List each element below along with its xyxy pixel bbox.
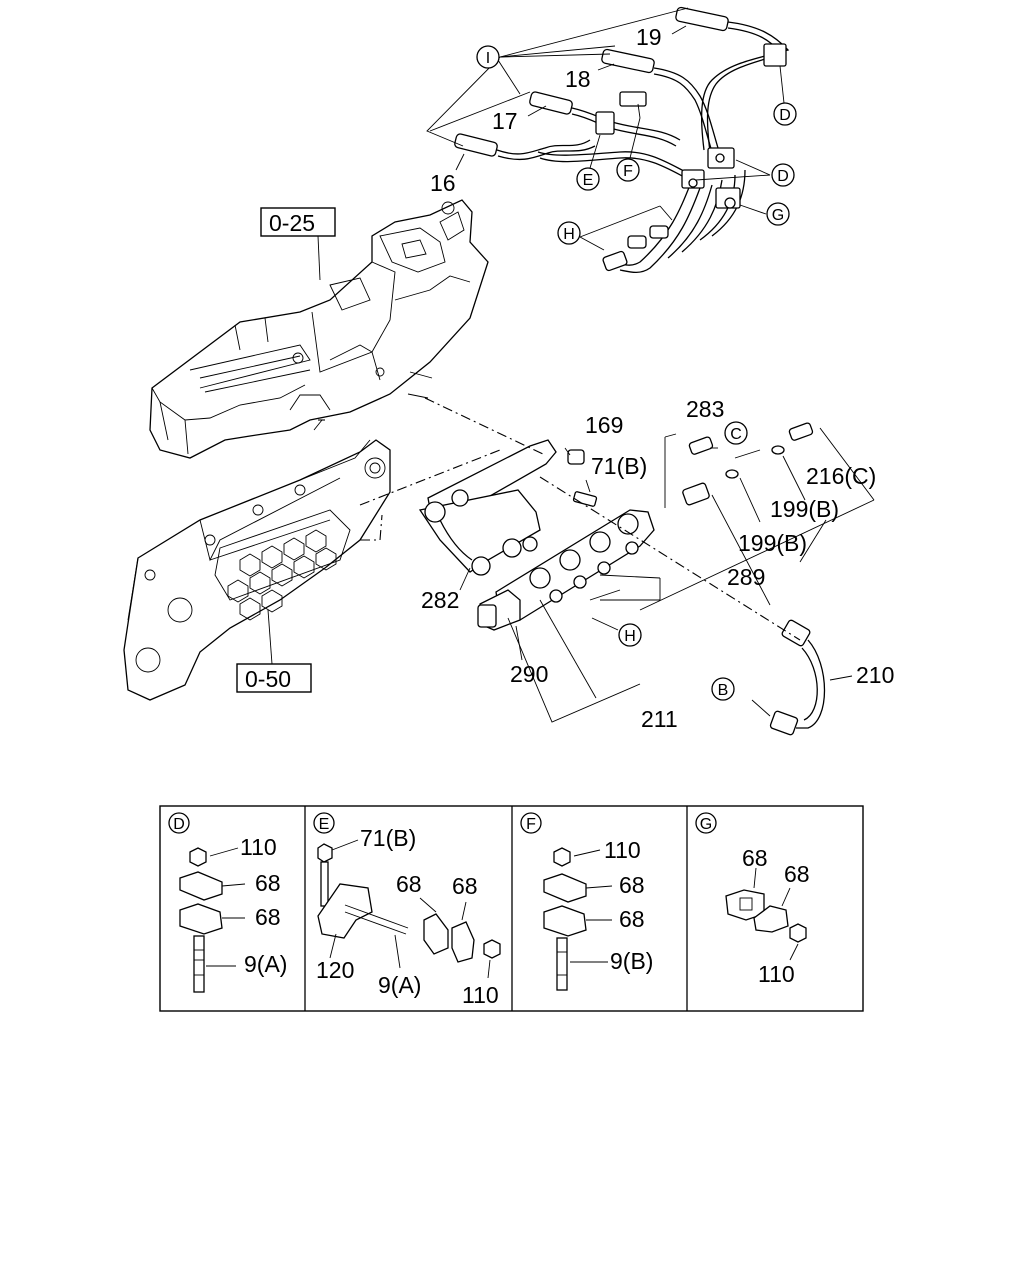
detail-e-120: 120 xyxy=(316,957,354,983)
detail-g: G 68 68 110 xyxy=(695,812,810,987)
callout-283: 283 xyxy=(686,396,724,422)
detail-f-68-upper: 68 xyxy=(619,872,645,898)
detail-e-71b: 71(B) xyxy=(360,825,416,851)
detail-d-9a: 9(A) xyxy=(244,951,287,977)
ref-box-0-25 xyxy=(260,207,336,237)
callout-199b-lower: 199(B) xyxy=(738,530,807,556)
circle-letter-f: F xyxy=(623,163,633,180)
callout-210: 210 xyxy=(856,662,894,688)
detail-d-68-lower: 68 xyxy=(255,904,281,930)
circle-letter-e: E xyxy=(583,172,594,189)
detail-f-110: 110 xyxy=(604,837,641,863)
detail-e-68-left: 68 xyxy=(396,871,422,897)
callout-18: 18 xyxy=(565,66,591,92)
detail-g-68-right: 68 xyxy=(784,861,810,887)
reference-boxes: 0-25 0-50 xyxy=(236,207,336,693)
detail-g-letter: G xyxy=(700,816,712,833)
ref-0-50: 0-50 xyxy=(245,666,291,692)
callout-17: 17 xyxy=(492,108,518,134)
callout-labels: 19 18 17 16 169 71(B) 283 216(C) 199(B) … xyxy=(421,24,894,732)
callout-290: 290 xyxy=(510,661,548,687)
detail-e: E 71(B) 68 68 120 9(A) 110 xyxy=(313,812,501,1008)
circle-letter-d-upper: D xyxy=(779,107,791,124)
detail-e-letter: E xyxy=(319,816,330,833)
circle-letter-d-lower: D xyxy=(777,168,789,185)
callout-16: 16 xyxy=(430,170,456,196)
callout-211: 211 xyxy=(641,706,678,732)
rail-leader-lines xyxy=(267,235,875,723)
circle-letter-g: G xyxy=(772,207,784,224)
detail-d-68-upper: 68 xyxy=(255,870,281,896)
injection-pipes-drawing xyxy=(454,6,790,274)
circle-letter-h-lower: H xyxy=(624,628,636,645)
ref-0-25: 0-25 xyxy=(269,210,315,236)
callout-289: 289 xyxy=(727,564,765,590)
detail-f: F 110 68 68 9(B) xyxy=(520,812,653,991)
detail-f-9b: 9(B) xyxy=(610,948,653,974)
detail-d-110: 110 xyxy=(240,834,277,860)
callout-169: 169 xyxy=(585,412,623,438)
circled-letters: I D D E F G H H C B xyxy=(476,45,797,701)
detail-g-68-left: 68 xyxy=(742,845,768,871)
callout-71b: 71(B) xyxy=(591,453,647,479)
callout-199b-upper: 199(B) xyxy=(770,496,839,522)
common-rail-drawing xyxy=(418,422,826,736)
circle-letter-c: C xyxy=(730,426,742,443)
exhaust-manifold-drawing xyxy=(123,439,391,701)
detail-f-letter: F xyxy=(526,816,536,833)
circle-letter-h-upper: H xyxy=(563,226,575,243)
callout-19: 19 xyxy=(636,24,662,50)
pipe-leader-lines xyxy=(426,7,785,251)
detail-d-letter: D xyxy=(173,816,185,833)
detail-e-9a: 9(A) xyxy=(378,972,421,998)
detail-panels: D 110 68 68 9(A) E xyxy=(159,805,864,1012)
ref-box-0-50 xyxy=(236,663,312,693)
intake-manifold-drawing xyxy=(149,199,489,459)
detail-d: D 110 68 68 9(A) xyxy=(168,812,287,993)
detail-g-110: 110 xyxy=(758,961,795,987)
detail-e-110: 110 xyxy=(462,982,499,1008)
circle-letter-i: I xyxy=(486,50,490,67)
callout-282: 282 xyxy=(421,587,459,613)
callout-216c: 216(C) xyxy=(806,463,876,489)
detail-e-68-right: 68 xyxy=(452,873,478,899)
circle-letter-b: B xyxy=(718,682,729,699)
detail-f-68-lower: 68 xyxy=(619,906,645,932)
